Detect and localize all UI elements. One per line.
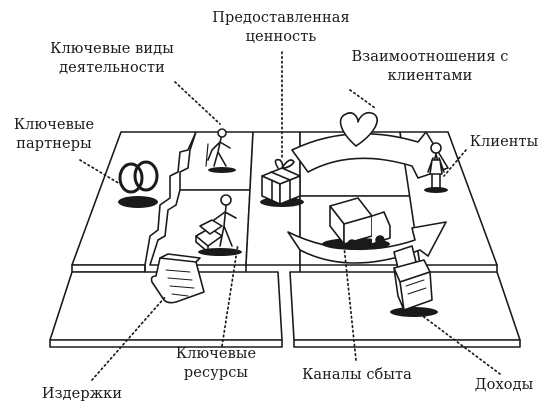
customer-segments-label: Клиенты [464, 133, 544, 152]
block-cost-structure-side [49, 339, 283, 348]
cost-structure-label: Издержки [38, 385, 126, 404]
worker-icon [205, 128, 236, 173]
truck-icon [322, 197, 391, 250]
key-activities-label-line-2: деятельности [59, 60, 165, 76]
channels-label-line-1: Каналы сбыта [302, 367, 412, 383]
key-partners-label-line-2: партнеры [16, 136, 92, 152]
receipt-icon [150, 253, 205, 304]
rings-icon [118, 160, 159, 208]
cash-register-icon [390, 245, 438, 317]
customer-relationships-label: Взаимоотношения с клиентами [347, 48, 513, 86]
cost-structure-label-line-1: Издержки [41, 386, 123, 402]
value-proposition-label-line-2: ценность [245, 29, 317, 45]
key-activities-label: Ключевые виды деятельности [45, 40, 179, 78]
key-resources-label-line-2: ресурсы [183, 365, 249, 381]
person-icon [424, 142, 448, 193]
revenue-streams-label-line-1: Доходы [474, 377, 534, 393]
revenue-streams-label: Доходы [462, 376, 546, 395]
value-proposition-label: Предоставленная ценность [210, 9, 352, 47]
gift-box-icon [260, 158, 304, 207]
customer-segments-label-line-1: Клиенты [469, 134, 539, 150]
person-with-cart-icon [195, 194, 242, 256]
channels-label: Каналы сбыта [292, 366, 422, 385]
key-resources-label-line-1: Ключевые [175, 346, 257, 362]
key-partners-label: Ключевые партнеры [6, 116, 102, 154]
block-revenue-streams-side [293, 339, 521, 348]
key-partners-label-line-1: Ключевые [13, 117, 95, 133]
customer-relationships-label-line-2: клиентами [387, 68, 473, 84]
value-proposition-label-line-1: Предоставленная [212, 10, 350, 26]
relationship-arrow [291, 131, 449, 179]
key-activities-label-line-1: Ключевые виды [50, 41, 174, 57]
key-resources-label: Ключевые ресурсы [170, 345, 262, 383]
block-key-partners-side [71, 264, 146, 273]
heart-icon [339, 111, 378, 147]
customer-relationships-label-line-1: Взаимоотношения с [351, 49, 509, 65]
leader-lines [79, 51, 501, 381]
